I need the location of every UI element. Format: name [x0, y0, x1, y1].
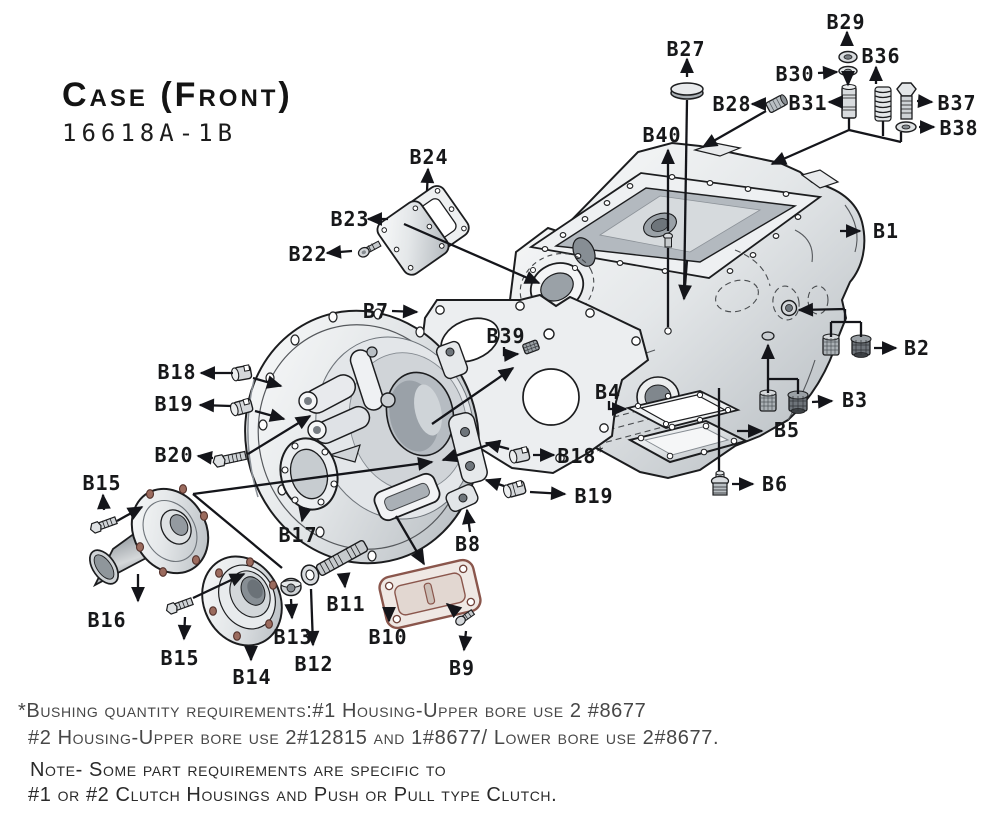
- disc-b27-drawing: [670, 82, 704, 100]
- screw-b22-drawing: [357, 240, 382, 258]
- plug-pair-b2-drawing: [822, 333, 872, 358]
- washer-b30-drawing: [838, 65, 858, 77]
- note-bushing-1: *Bushing quantity requirements:#1 Housin…: [18, 700, 647, 722]
- plug-pair-b3-drawing: [759, 389, 809, 414]
- page-title: Case (Front): [62, 76, 293, 114]
- bushing-b19-right-drawing: [502, 479, 527, 499]
- pin-b31-drawing: [841, 84, 857, 119]
- washer-b12-drawing: [300, 564, 320, 586]
- bolt-b37-drawing: [896, 82, 917, 120]
- note-bushing-2: #2 Housing-Upper bore use 2#12815 and 1#…: [28, 727, 720, 749]
- plug-b39-drawing: [522, 339, 540, 355]
- bolt-b40-drawing: [662, 232, 674, 248]
- note-requirements-1: Note- Some part requirements are specifi…: [30, 759, 447, 781]
- retainer-b16-drawing: [89, 484, 210, 588]
- bolt-b15-upper-drawing: [89, 516, 118, 534]
- washer-b38-drawing: [895, 121, 917, 133]
- title-block: Case (Front) 16618A-1B: [62, 76, 293, 147]
- cover-b23-b24-drawing: [357, 185, 470, 276]
- note-requirements-2: #1 or #2 Clutch Housings and Push or Pul…: [28, 784, 558, 806]
- plug-b28-drawing: [765, 94, 788, 114]
- bolt-b15-lower-drawing: [165, 597, 194, 615]
- part-number: 16618A-1B: [62, 119, 238, 147]
- plug-b6-drawing: [710, 470, 730, 496]
- bushing-b18-left-drawing: [230, 364, 253, 382]
- spring-b36-drawing: [874, 86, 892, 122]
- nut-b13-drawing: [280, 577, 302, 597]
- washer-b29-drawing: [838, 50, 858, 64]
- retainer-b14-drawing: [201, 555, 283, 647]
- plate-b4-b5-drawing: [625, 390, 749, 464]
- bolt-b20-drawing: [212, 450, 248, 468]
- bushing-b19-left-drawing: [229, 397, 254, 417]
- screw-b9-drawing: [455, 609, 476, 626]
- bushing-b18-right-drawing: [508, 446, 531, 464]
- leader-lines: [97, 30, 936, 662]
